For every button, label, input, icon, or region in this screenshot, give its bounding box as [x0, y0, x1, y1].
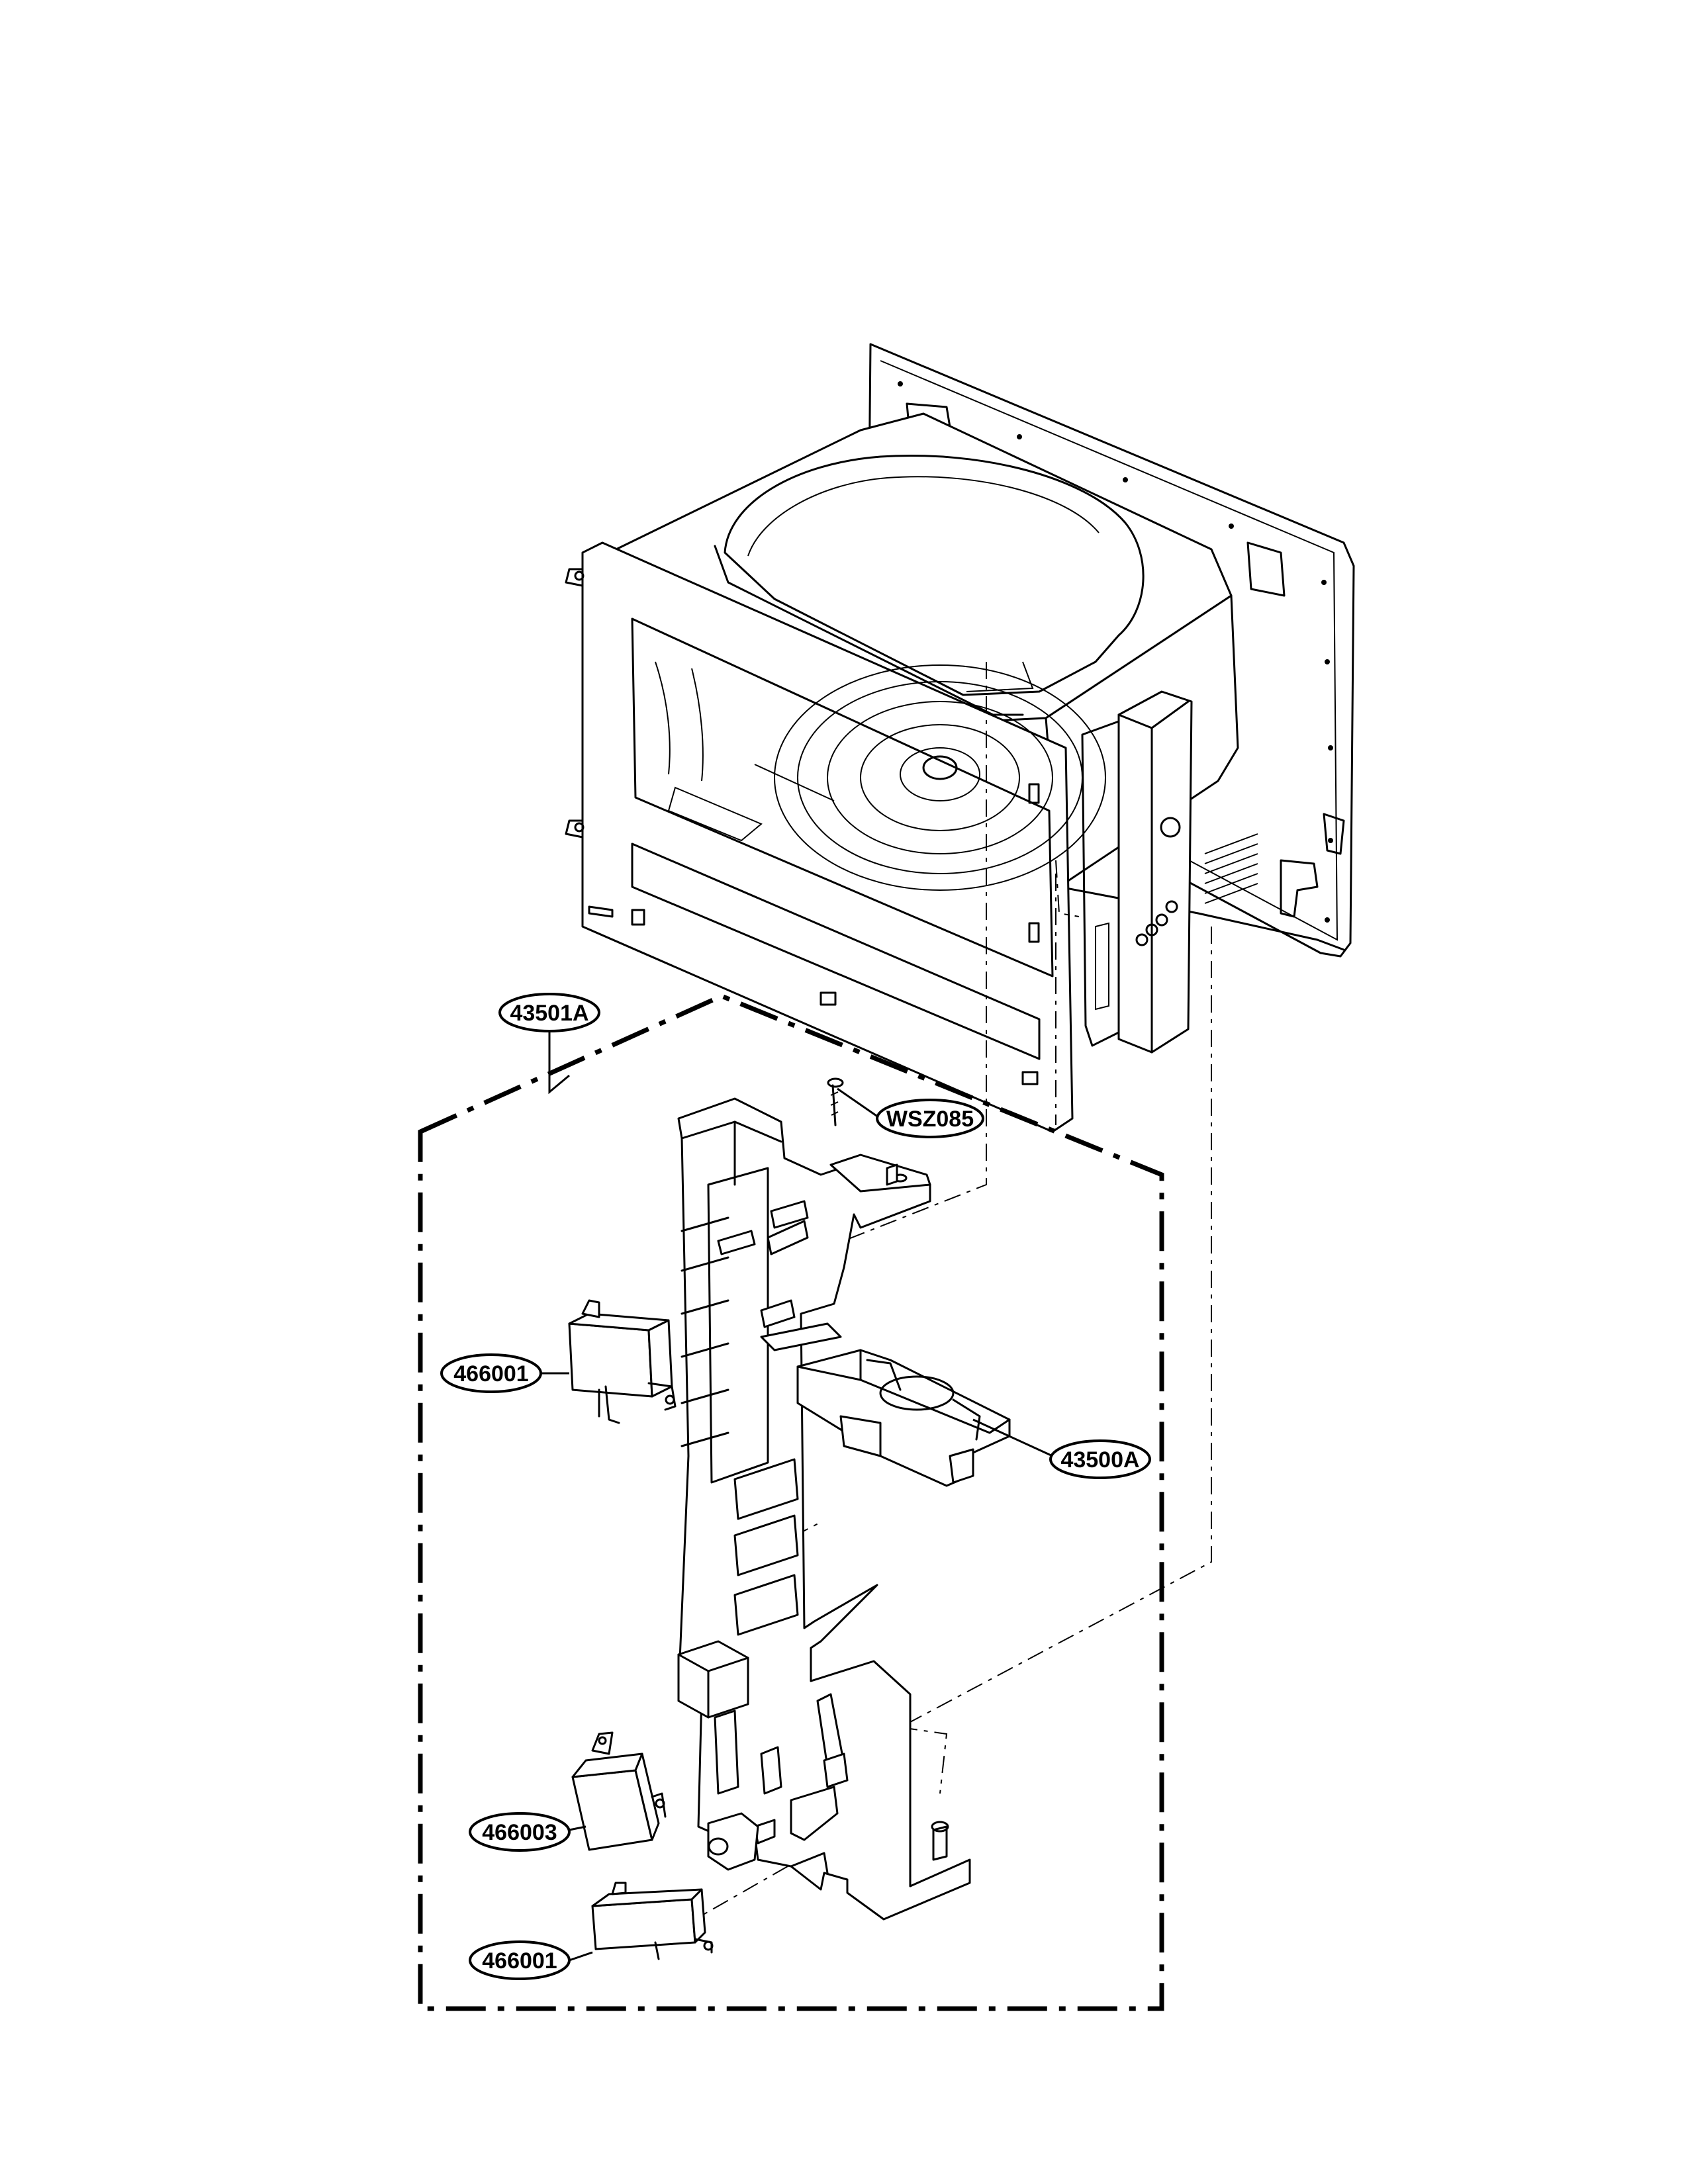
stirrer-dome	[724, 454, 1145, 696]
callout-43500a: 43500A	[972, 1418, 1151, 1479]
latch-bracket	[677, 1097, 971, 1921]
microswitch-lower	[591, 1882, 714, 1960]
callout-466003-label: 466003	[482, 1820, 557, 1845]
control-box	[1117, 690, 1193, 1054]
callout-43501a-label: 43501A	[510, 1001, 588, 1026]
callout-466001-upper-label: 466001	[453, 1361, 528, 1387]
callout-466001-lower: 466001	[469, 1940, 593, 1980]
callout-466001-lower-label: 466001	[482, 1948, 557, 1974]
callout-43501a: 43501A	[498, 993, 600, 1095]
back-plate-holes	[898, 381, 1333, 923]
callout-wsz085-label: WSZ085	[886, 1107, 974, 1132]
oven-cavity-assembly	[565, 343, 1355, 1133]
callout-466003: 466003	[469, 1812, 586, 1852]
screw-wsz085	[827, 1077, 844, 1126]
side-vents	[1204, 833, 1258, 904]
callout-466001-upper: 466001	[440, 1353, 569, 1393]
microswitch-upper	[568, 1299, 677, 1424]
subassembly-boundary	[418, 993, 1164, 2011]
callout-wsz085: WSZ085	[837, 1087, 984, 1138]
cavity-opening	[631, 617, 1054, 978]
microswitch-middle	[571, 1731, 667, 1851]
latch-43500a	[796, 1349, 1011, 1487]
flange-bottom-slot	[631, 842, 1041, 1060]
callout-43500a-label: 43500A	[1060, 1447, 1139, 1473]
